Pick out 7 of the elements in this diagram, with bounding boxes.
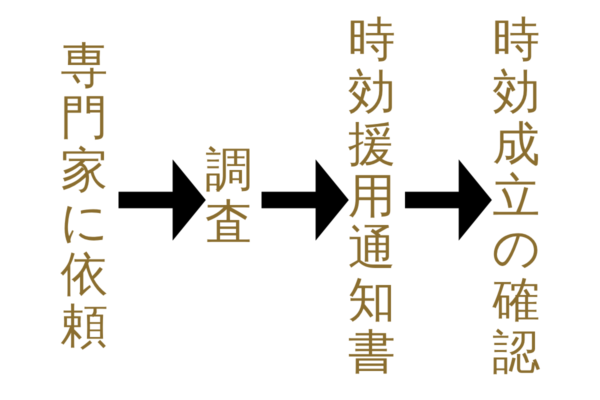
arrow: [262, 159, 349, 241]
node-text: 調査: [204, 142, 252, 250]
arrow: [118, 159, 206, 241]
node-text: 時効成立の確認: [492, 12, 540, 380]
node-text: 専門家に依頼: [60, 38, 108, 354]
node-text: 時効援用通知書: [348, 12, 396, 380]
arrow: [405, 159, 492, 241]
